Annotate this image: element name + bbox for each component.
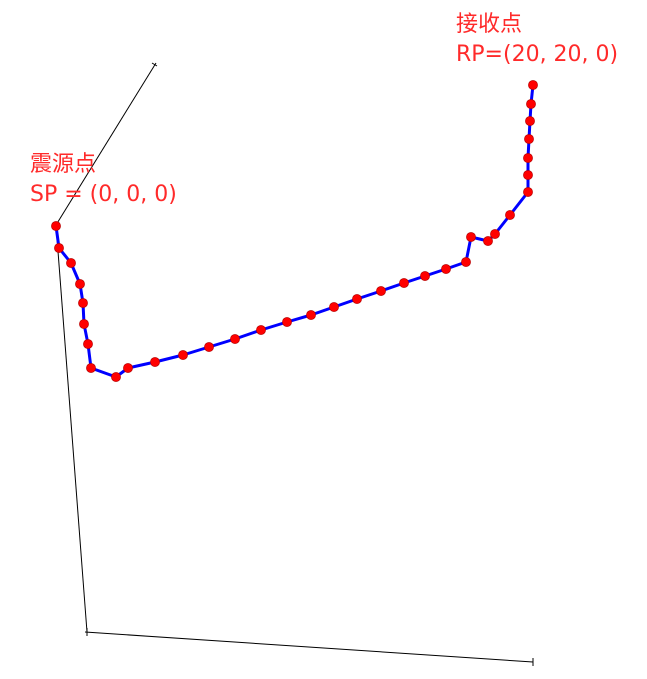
receiver-point-coords: RP=(20, 20, 0) — [456, 42, 619, 67]
ray-point — [79, 319, 89, 329]
ray-point — [352, 294, 362, 304]
ray-point — [526, 99, 536, 109]
ray-point — [204, 342, 214, 352]
ray-point — [282, 317, 292, 327]
ray-point — [230, 334, 240, 344]
axis-line-top — [55, 62, 157, 226]
ray-point — [256, 325, 266, 335]
ray-point — [178, 350, 188, 360]
ray-point — [524, 134, 534, 144]
ray-point — [466, 232, 476, 242]
ray-point — [54, 243, 64, 253]
ray-point — [525, 116, 535, 126]
ray-point — [441, 264, 451, 274]
ray-point — [505, 210, 515, 220]
ray-point — [306, 310, 316, 320]
ray-point — [523, 153, 533, 163]
ray-point — [523, 187, 533, 197]
axis-line-bottom — [84, 631, 534, 663]
source-point-coords: SP = (0, 0, 0) — [30, 182, 177, 207]
ray-point — [461, 257, 471, 267]
ray-point — [399, 278, 409, 288]
ray-path-points — [51, 80, 538, 382]
source-point-label: 震源点 SP = (0, 0, 0) — [30, 150, 177, 210]
axis-line-top-tick — [151, 62, 158, 67]
ray-point — [420, 271, 430, 281]
ray-path-line — [54, 83, 535, 379]
ray-point — [86, 363, 96, 373]
ray-point — [523, 170, 533, 180]
ray-point — [66, 258, 76, 268]
axis-line-vertical — [55, 224, 88, 633]
receiver-point-label: 接收点 RP=(20, 20, 0) — [456, 10, 618, 70]
source-point-title: 震源点 — [30, 152, 97, 177]
ray-point — [490, 229, 500, 239]
receiver-point-title: 接收点 — [456, 12, 523, 37]
ray-point — [376, 286, 386, 296]
ray-point — [123, 363, 133, 373]
ray-point — [483, 236, 493, 246]
ray-point — [75, 279, 85, 289]
receiver-point — [528, 80, 538, 90]
ray-point — [329, 302, 339, 312]
axes — [55, 62, 534, 666]
ray-point — [111, 372, 121, 382]
source-point — [51, 221, 61, 231]
ray-point — [150, 357, 160, 367]
ray-point — [83, 339, 93, 349]
ray-point — [78, 298, 88, 308]
